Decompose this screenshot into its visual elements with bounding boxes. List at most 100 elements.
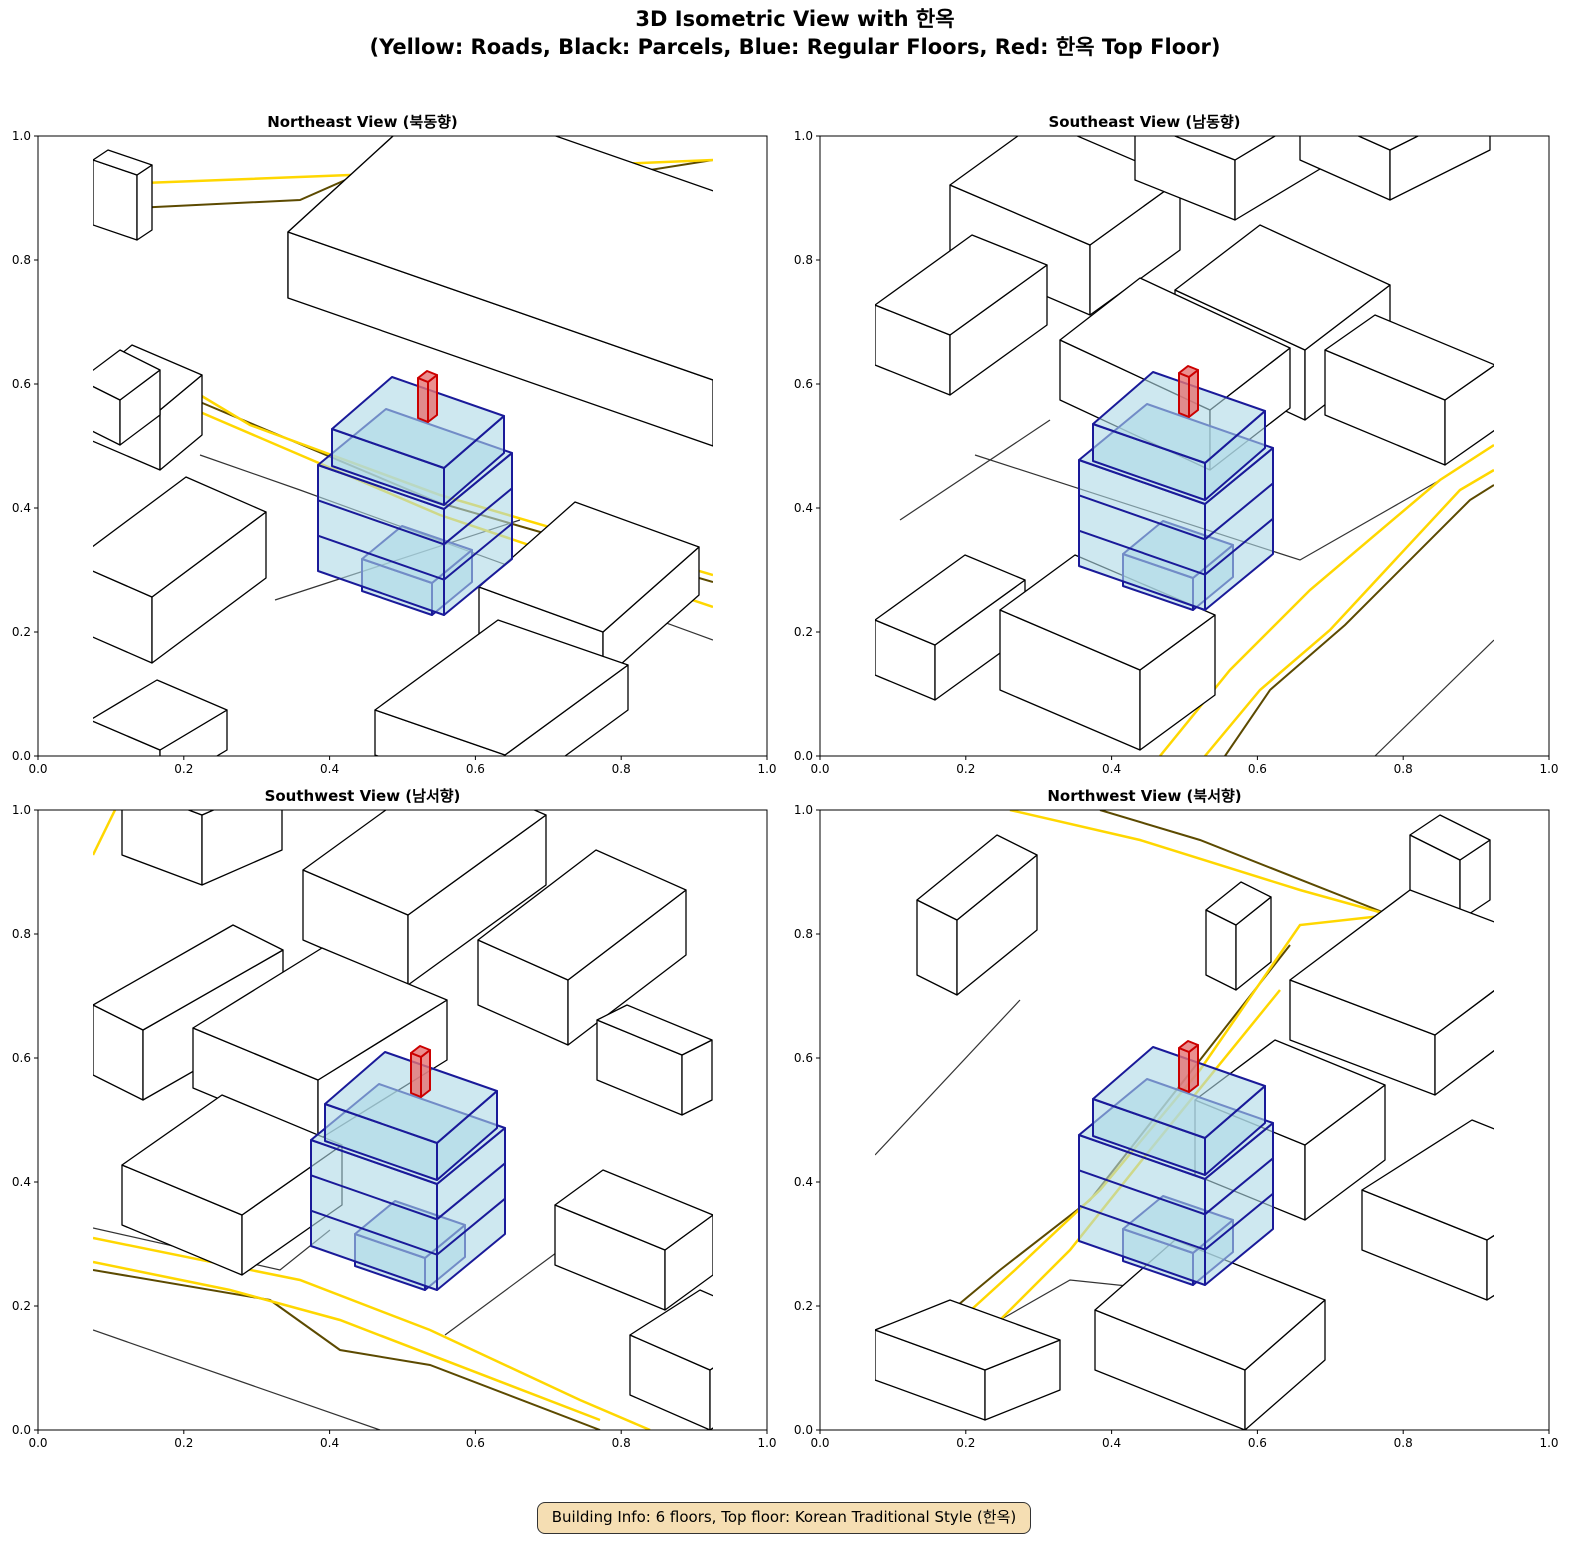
parcel-building <box>1205 881 1272 991</box>
road-line <box>1204 468 1494 756</box>
figure-title: 3D Isometric View with 한옥 <box>635 7 955 31</box>
parcel-building <box>1134 136 1336 221</box>
scene <box>875 810 1494 1430</box>
y-tick-label: 0.6 <box>12 1051 31 1065</box>
x-tick-label: 0.6 <box>1248 1436 1267 1450</box>
x-tick-label: 0.2 <box>956 1436 975 1450</box>
building-info-box: Building Info: 6 floors, Top floor: Kore… <box>537 1502 1031 1534</box>
y-tick-label: 0.6 <box>794 1051 813 1065</box>
x-tick-label: 0.8 <box>1394 762 1413 776</box>
parcel-building <box>916 834 1038 996</box>
x-tick-label: 0.4 <box>320 762 339 776</box>
y-tick-label: 0.6 <box>12 377 31 391</box>
x-tick-label: 1.0 <box>1539 762 1558 776</box>
y-tick-label: 0.4 <box>12 501 31 515</box>
parcel-building <box>93 149 153 241</box>
upper-floor-block <box>1092 1046 1266 1176</box>
y-tick-label: 0.0 <box>794 1423 813 1437</box>
x-tick-label: 1.0 <box>757 762 776 776</box>
y-tick-label: 0.4 <box>794 1175 813 1189</box>
floor-line <box>310 1197 506 1256</box>
panel-northeast: 0.00.00.20.20.40.40.60.60.80.81.01.0Nort… <box>12 113 777 776</box>
y-tick-label: 0.6 <box>794 377 813 391</box>
hanok-top-floor <box>1178 1040 1199 1093</box>
parcel-building <box>93 476 267 664</box>
x-tick-label: 0.0 <box>810 1436 829 1450</box>
y-tick-label: 0.2 <box>12 625 31 639</box>
x-tick-label: 1.0 <box>757 1436 776 1450</box>
upper-floor-block <box>1092 371 1266 501</box>
x-tick-label: 0.6 <box>466 762 485 776</box>
panel-title: Southeast View (남동향) <box>1048 113 1240 131</box>
y-tick-label: 0.0 <box>12 749 31 763</box>
y-tick-label: 0.0 <box>794 749 813 763</box>
parcel-line <box>444 1249 561 1336</box>
axes-frame <box>37 809 768 1431</box>
x-tick-label: 0.8 <box>612 1436 631 1450</box>
floor-line <box>317 487 513 546</box>
scene <box>875 136 1494 756</box>
parcel-building <box>93 679 228 756</box>
axes-frame <box>819 809 1550 1431</box>
y-tick-label: 0.8 <box>12 927 31 941</box>
x-tick-label: 1.0 <box>1539 1436 1558 1450</box>
parcel-building <box>1299 136 1491 201</box>
panel-title: Southwest View (남서향) <box>265 787 461 805</box>
parcel-building <box>629 1289 713 1430</box>
parcel-building <box>1361 1119 1494 1301</box>
parcel-building <box>596 1004 713 1116</box>
panel-southwest: 0.00.00.20.20.40.40.60.60.80.81.01.0Sout… <box>12 787 777 1450</box>
floor-line <box>310 1162 506 1221</box>
hanok-top-floor <box>417 370 438 423</box>
parcel-building <box>875 1299 1061 1421</box>
parcel-building <box>875 234 1048 396</box>
x-tick-label: 0.6 <box>466 1436 485 1450</box>
parcel-building <box>1289 889 1494 1096</box>
x-tick-label: 0.8 <box>1394 1436 1413 1450</box>
panel-northwest: 0.00.00.20.20.40.40.60.60.80.81.01.0Nort… <box>794 787 1559 1450</box>
x-tick-label: 0.6 <box>1248 762 1267 776</box>
floor-line <box>317 522 513 581</box>
scene <box>93 136 713 756</box>
y-tick-label: 1.0 <box>794 803 813 817</box>
upper-floor-block <box>331 376 505 506</box>
y-tick-label: 0.8 <box>794 253 813 267</box>
floor-line <box>1078 1192 1274 1251</box>
floor-line <box>1078 1157 1274 1216</box>
x-tick-label: 0.0 <box>28 1436 47 1450</box>
parcel-line <box>875 999 1021 1156</box>
road-line <box>1224 484 1494 756</box>
x-tick-label: 0.0 <box>810 762 829 776</box>
scene <box>93 810 713 1430</box>
parcel-building <box>121 810 283 886</box>
parcel-building <box>554 1169 713 1311</box>
road-line <box>93 1269 601 1430</box>
parcel-building <box>1324 314 1494 466</box>
axes-frame <box>37 135 768 757</box>
road-line <box>93 810 117 856</box>
x-tick-label: 0.4 <box>1102 762 1121 776</box>
y-tick-label: 1.0 <box>12 129 31 143</box>
y-tick-label: 0.2 <box>12 1299 31 1313</box>
panel-title: Northwest View (북서향) <box>1047 787 1241 805</box>
panel-title: Northeast View (북동향) <box>267 113 458 131</box>
x-tick-label: 0.2 <box>956 762 975 776</box>
x-tick-label: 0.4 <box>1102 1436 1121 1450</box>
parcel-line <box>899 419 1051 521</box>
x-tick-label: 0.4 <box>320 1436 339 1450</box>
parcel-building <box>93 349 161 446</box>
floor-line <box>1078 517 1274 576</box>
x-tick-label: 0.2 <box>174 1436 193 1450</box>
y-tick-label: 0.0 <box>12 1423 31 1437</box>
parcel-building <box>287 136 713 447</box>
y-tick-label: 0.2 <box>794 1299 813 1313</box>
y-tick-label: 1.0 <box>794 129 813 143</box>
road-line <box>1099 810 1391 916</box>
y-tick-label: 0.2 <box>794 625 813 639</box>
figure-subtitle: (Yellow: Roads, Black: Parcels, Blue: Re… <box>369 35 1221 59</box>
parcel-line <box>93 1329 381 1430</box>
parcel-building <box>477 849 687 1046</box>
y-tick-label: 0.8 <box>12 253 31 267</box>
x-tick-label: 0.2 <box>174 762 193 776</box>
y-tick-label: 1.0 <box>12 803 31 817</box>
